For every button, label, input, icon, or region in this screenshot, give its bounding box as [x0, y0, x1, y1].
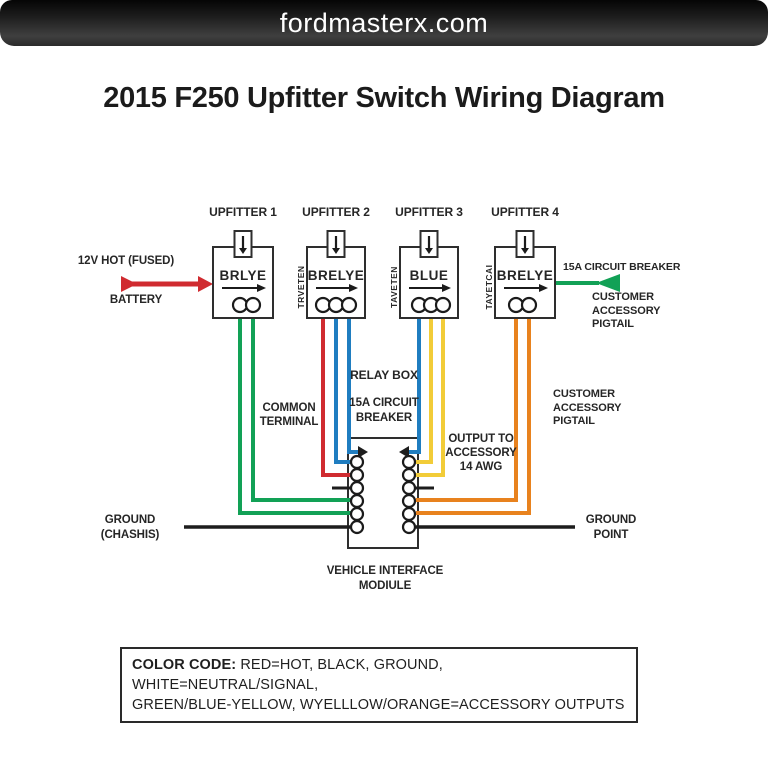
upfitter-boxes	[212, 230, 556, 319]
color-code-prefix: COLOR CODE:	[132, 657, 237, 673]
ground-lines	[184, 486, 575, 529]
upfitter-3-code: BLUE	[410, 268, 449, 283]
circuit-breaker-right-label: 15A CIRCUIT BREAKER	[563, 261, 681, 273]
module-entry-arrow-left	[358, 446, 368, 458]
module-terminals	[349, 454, 417, 535]
color-code-rest-1: RED=HOT, BLACK, GROUND, WHITE=NEUTRAL/SI…	[132, 657, 443, 693]
upfitter-terminals	[231, 296, 538, 314]
wire-orange-a	[416, 312, 518, 502]
battery-label: BATTERY	[109, 294, 163, 306]
hot-fused-label: 12V HOT (FUSED)	[77, 255, 175, 267]
switch-code-texts: BRLYE BRELYE BLUE BRELYE	[219, 268, 554, 283]
upfitter-1-code: BRLYE	[219, 268, 266, 283]
wire-green-b	[251, 312, 351, 502]
switch-direction-arrows	[222, 284, 548, 292]
vehicle-module-label: VEHICLE INTERFACE MODIULE	[326, 565, 444, 592]
upfitter-2-side-text: TRVETEN	[296, 265, 306, 308]
battery-arrowhead-start	[121, 276, 137, 292]
wire-red	[321, 312, 351, 477]
ground-chassis-label: GROUND (CHASHIS)	[100, 514, 160, 541]
color-code-line-2: GREEN/BLUE-YELLOW, WYELLLOW/ORANGE=ACCES…	[132, 697, 625, 713]
wires	[238, 312, 531, 515]
wire-yellow-b	[416, 312, 445, 477]
color-code-box: COLOR CODE: RED=HOT, BLACK, GROUND, WHIT…	[120, 647, 638, 723]
battery-feed-arrow	[121, 276, 213, 292]
module-entry-arrow-right	[399, 446, 409, 458]
page-title: 2015 F250 Upfitter Switch Wiring Diagram	[103, 82, 665, 114]
color-code-line-1: COLOR CODE: RED=HOT, BLACK, GROUND, WHIT…	[132, 655, 626, 695]
upfitter-3-label: UPFITTER 3	[395, 205, 463, 219]
output-accessory-label: OUTPUT TO ACCESSORY 14 AWG	[445, 433, 517, 473]
relay-box-label: RELAY BOX	[350, 368, 418, 382]
site-header-bar: fordmasterx.com	[0, 0, 768, 46]
upfitter-3-side-text: TAVETEN	[389, 266, 399, 308]
customer-pigtail-top-label: CUSTOMER ACCESSORY PIGTAIL	[592, 291, 661, 330]
site-title: fordmasterx.com	[279, 7, 489, 38]
common-terminal-label: COMMON TERMINAL	[259, 402, 319, 428]
upfitter-2-code: BRELYE	[308, 268, 365, 283]
relay-breaker-label: 15A CIRCUIT BREAKER	[349, 397, 419, 424]
breaker-arrowhead	[596, 274, 620, 292]
wire-blue-a	[334, 312, 351, 464]
upfitter-2-label: UPFITTER 2	[302, 205, 370, 219]
wire-blue-c	[409, 312, 421, 454]
upfitter-4-code: BRELYE	[497, 268, 554, 283]
upfitter-1-label: UPFITTER 1	[209, 205, 277, 219]
side-texts: TRVETEN TAVETEN TAYETCAI	[296, 264, 494, 309]
upfitter-4-label: UPFITTER 4	[491, 205, 559, 219]
breaker-pigtail-line	[555, 274, 620, 292]
battery-arrowhead-end	[198, 276, 213, 292]
upfitter-4-side-text: TAYETCAI	[484, 264, 494, 309]
customer-pigtail-mid-label: CUSTOMER ACCESSORY PIGTAIL	[553, 388, 622, 427]
wire-orange-b	[416, 312, 531, 515]
ground-point-label: GROUND POINT	[585, 514, 637, 541]
wire-blue-b	[347, 312, 358, 454]
toggle-down-arrow-icons	[239, 236, 529, 254]
wire-green-a	[238, 312, 351, 515]
wire-yellow-a	[416, 312, 433, 464]
